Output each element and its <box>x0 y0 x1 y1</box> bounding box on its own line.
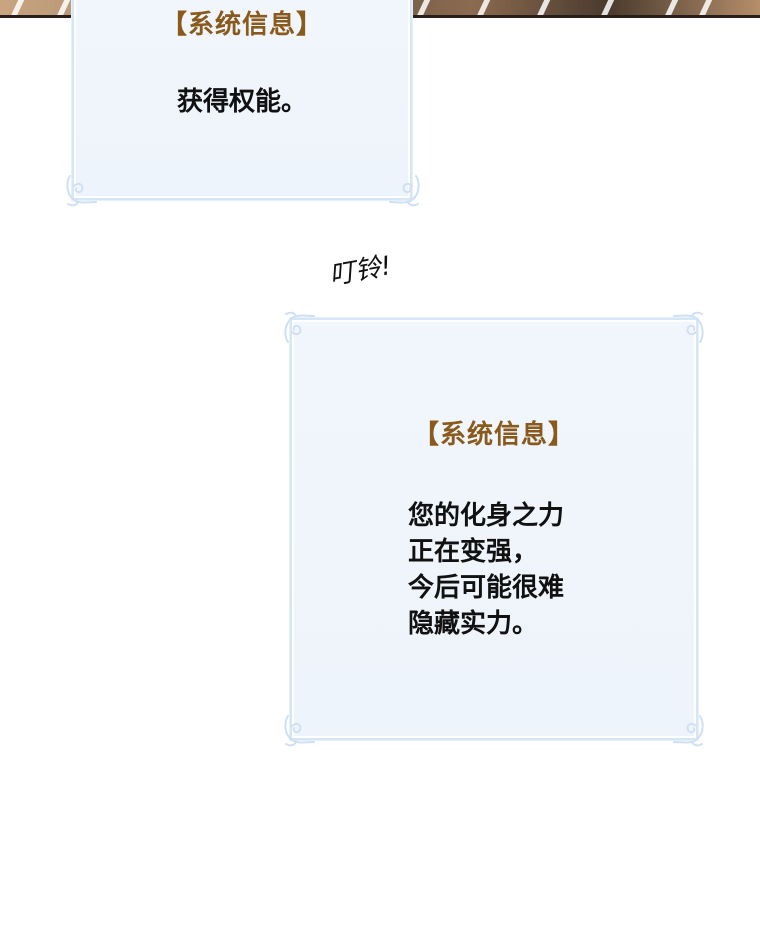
system-header: 【系统信息】 <box>292 414 696 451</box>
ornament-corner-icon <box>673 715 704 747</box>
system-message-panel: 【系统信息】 您的化身之力 正在变强， 今后可能很难 隐藏实力。 <box>290 318 698 740</box>
ornament-corner-icon <box>389 175 420 207</box>
message-line: 正在变强， <box>408 537 539 567</box>
message-line: 获得权能。 <box>176 87 307 117</box>
header-open-bracket: 【 <box>160 10 188 40</box>
header-open-bracket: 【 <box>412 420 440 450</box>
header-title: 系统信息 <box>187 10 296 40</box>
header-close-bracket: 】 <box>296 10 324 40</box>
message-line: 隐藏实力。 <box>408 609 539 639</box>
sound-effect-text: 叮铃! <box>327 251 394 292</box>
header-title: 系统信息 <box>439 420 548 450</box>
ornament-corner-icon <box>284 311 315 343</box>
ornament-corner-icon <box>284 715 315 747</box>
system-message-text: 您的化身之力 正在变强， 今后可能很难 隐藏实力。 <box>408 498 564 642</box>
system-message-panel: 【系统信息】 获得权能。 <box>72 0 412 200</box>
ornament-corner-icon <box>673 311 704 343</box>
system-message-text: 获得权能。 <box>74 84 410 120</box>
header-close-bracket: 】 <box>548 420 576 450</box>
ornament-corner-icon <box>66 175 97 207</box>
system-header: 【系统信息】 <box>74 4 410 41</box>
message-line: 今后可能很难 <box>408 573 565 603</box>
message-line: 您的化身之力 <box>408 501 565 531</box>
